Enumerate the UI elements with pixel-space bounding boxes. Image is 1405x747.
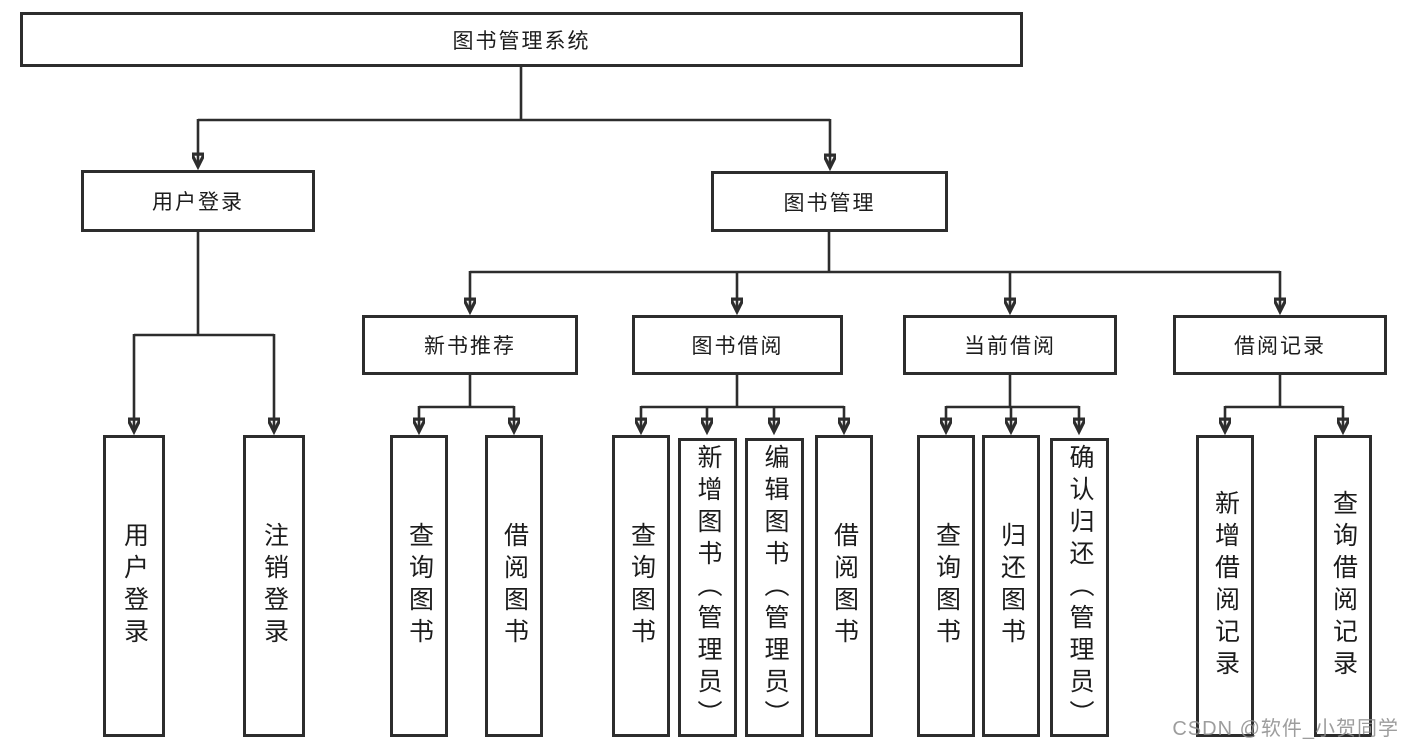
node-library-system: 图书管理系统 bbox=[20, 12, 1023, 67]
node-query-borrow-record-label: 查询借阅记录 bbox=[1329, 490, 1358, 682]
node-query-books-label: 查询图书 bbox=[932, 522, 961, 650]
node-user-login: 用户登录 bbox=[103, 435, 165, 737]
watermark: CSDN @软件_小贺同学 bbox=[1172, 718, 1399, 740]
node-book-borrowing: 图书借阅 bbox=[632, 315, 843, 375]
node-new-book-recommendation-label: 新书推荐 bbox=[424, 335, 516, 358]
node-confirm-return-admin-label: 确认归还（管理员） bbox=[1066, 443, 1094, 732]
node-add-book-admin-label: 新增图书（管理员） bbox=[694, 443, 722, 732]
node-user-login-module-label: 用户登录 bbox=[152, 191, 244, 214]
node-query-books-current: 查询图书 bbox=[917, 435, 975, 737]
node-confirm-return-admin: 确认归还（管理员） bbox=[1050, 438, 1109, 737]
node-edit-book-admin: 编辑图书（管理员） bbox=[745, 438, 804, 737]
node-book-borrowing-label: 图书借阅 bbox=[691, 335, 784, 358]
node-add-book-admin: 新增图书（管理员） bbox=[678, 438, 737, 737]
node-edit-book-admin-label: 编辑图书（管理员） bbox=[761, 443, 789, 732]
node-library-system-label: 图书管理系统 bbox=[452, 29, 591, 53]
node-user-login-label: 用户登录 bbox=[120, 522, 149, 650]
node-query-borrow-record: 查询借阅记录 bbox=[1314, 435, 1372, 737]
node-query-books-label: 查询图书 bbox=[405, 522, 434, 650]
node-borrowing-records-label: 借阅记录 bbox=[1234, 335, 1326, 358]
node-add-borrow-record: 新增借阅记录 bbox=[1196, 435, 1254, 737]
node-logout: 注销登录 bbox=[243, 435, 305, 737]
node-query-books-recommend: 查询图书 bbox=[390, 435, 448, 737]
node-user-login-module: 用户登录 bbox=[81, 170, 315, 232]
node-book-management-label: 图书管理 bbox=[783, 191, 876, 215]
node-book-management: 图书管理 bbox=[711, 171, 948, 232]
node-current-borrowing: 当前借阅 bbox=[903, 315, 1117, 375]
node-borrow-books-borrowing: 借阅图书 bbox=[815, 435, 873, 737]
node-logout-label: 注销登录 bbox=[260, 522, 289, 650]
node-borrowing-records: 借阅记录 bbox=[1173, 315, 1387, 375]
node-new-book-recommendation: 新书推荐 bbox=[362, 315, 578, 375]
node-add-borrow-record-label: 新增借阅记录 bbox=[1211, 490, 1240, 682]
node-borrow-books-label: 借阅图书 bbox=[830, 522, 859, 650]
node-borrow-books-label: 借阅图书 bbox=[500, 522, 529, 650]
node-return-book-label: 归还图书 bbox=[997, 522, 1026, 650]
node-query-books-borrowing: 查询图书 bbox=[612, 435, 670, 737]
node-return-book: 归还图书 bbox=[982, 435, 1040, 737]
node-query-books-label: 查询图书 bbox=[627, 522, 656, 650]
node-current-borrowing-label: 当前借阅 bbox=[964, 335, 1056, 358]
node-borrow-books-recommend: 借阅图书 bbox=[485, 435, 543, 737]
